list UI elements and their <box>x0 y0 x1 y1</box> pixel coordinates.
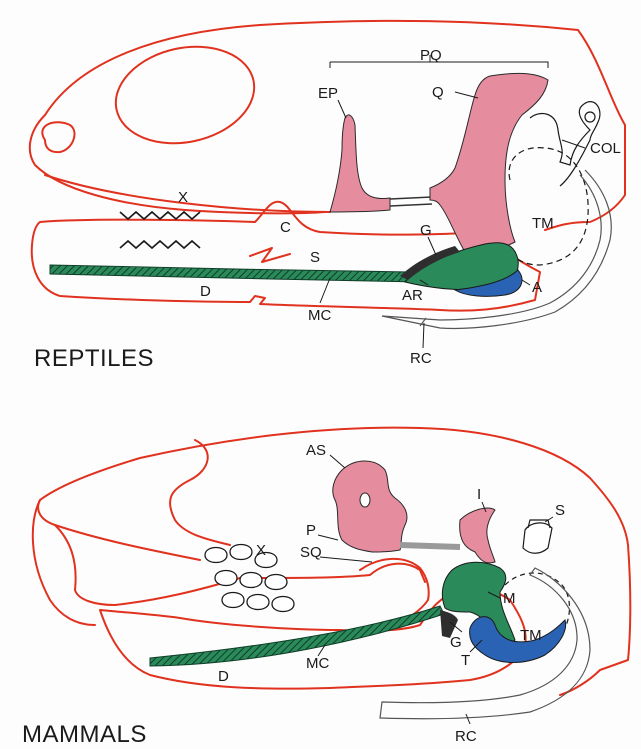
reptile-label-c: C <box>280 219 291 236</box>
mammal-alisphenoid <box>333 461 407 552</box>
reptile-label-x: X <box>178 189 188 206</box>
reptile-meckel-cartilage <box>50 265 420 282</box>
reptile-suture <box>250 248 290 262</box>
reptile-upper-teeth <box>120 212 200 219</box>
mammal-label-rc: RC <box>455 728 477 745</box>
reptile-label-col: COL <box>590 140 621 157</box>
mammal-incus <box>460 508 495 563</box>
reptile-skull: PQ EP Q COL X TM C S G D AR A MC RC REPT… <box>30 21 625 372</box>
mammal-label-g: G <box>450 634 462 651</box>
reptile-nostril <box>42 122 74 152</box>
reptile-label-rc: RC <box>410 350 432 367</box>
mammal-stapes <box>523 520 552 553</box>
reptile-label-s: S <box>310 249 320 266</box>
mammal-label-as: AS <box>306 442 326 459</box>
mammal-skull: AS I S X P SQ M TM G T MC D RC MAMMALS <box>22 428 630 748</box>
reptile-quadrate <box>430 73 548 252</box>
reptile-tympanic-membrane <box>509 148 588 265</box>
mammal-label-p: P <box>306 522 316 539</box>
mammal-label-mc: MC <box>306 655 329 672</box>
mammal-label-sq: SQ <box>300 544 322 561</box>
reptile-label-mc: MC <box>308 307 331 324</box>
mammal-meckel-cartilage <box>150 606 444 666</box>
reptile-label-g: G <box>420 222 432 239</box>
mammal-heading: MAMMALS <box>22 721 147 748</box>
mammal-label-d: D <box>218 668 229 685</box>
mammal-label-m: M <box>503 590 516 607</box>
reptile-orbit <box>107 34 263 155</box>
mammal-molars <box>205 545 294 612</box>
reptile-label-a: A <box>532 279 542 296</box>
reptile-label-ar: AR <box>402 287 423 304</box>
reptile-label-d: D <box>200 283 211 300</box>
reptile-label-pq: PQ <box>420 47 442 64</box>
mammal-label-tm: TM <box>520 627 542 644</box>
mammal-tympanic-bone <box>470 617 566 663</box>
reptile-epipterygoid <box>330 115 390 212</box>
reptile-heading: REPTILES <box>34 345 154 372</box>
reptile-cranium-outline <box>30 21 625 230</box>
mammal-orbit <box>170 440 230 545</box>
reptile-label-tm: TM <box>532 215 554 232</box>
reptile-label-ep: EP <box>318 85 338 102</box>
mammal-label-x: X <box>256 542 266 559</box>
reptile-lower-teeth <box>120 241 200 248</box>
reptile-label-q: Q <box>432 84 444 101</box>
mammal-label-s: S <box>555 502 565 519</box>
mammal-label-t: T <box>461 652 470 669</box>
mammal-label-i: I <box>477 486 481 503</box>
